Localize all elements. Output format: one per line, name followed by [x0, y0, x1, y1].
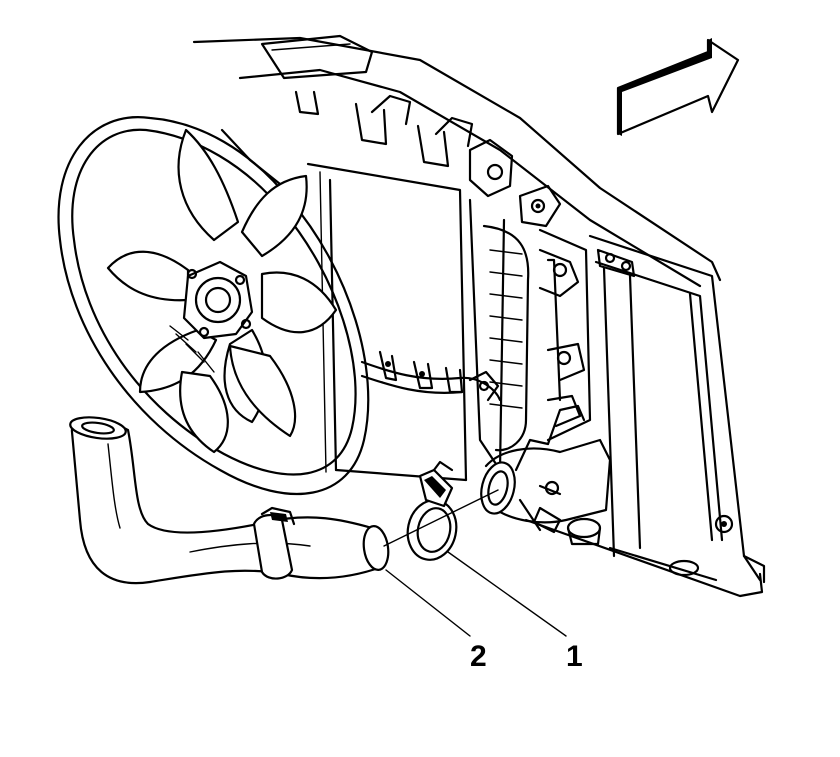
- upper-radiator-support: [192, 34, 722, 288]
- radiator-side-tank: [468, 198, 592, 472]
- callout-label-1: 1: [566, 640, 583, 673]
- radiator-outlet-neck: [480, 404, 612, 546]
- fan-hub: [169, 260, 254, 373]
- leader-line-1: [447, 551, 567, 637]
- assembly-reference-line: [383, 489, 499, 547]
- radiator-hose: [69, 416, 390, 585]
- wiring-harness-clips: [360, 350, 502, 402]
- forward-direction-arrow-icon: [616, 38, 740, 136]
- cooling-fan-blades: [106, 128, 338, 454]
- radiator-mount-frame: [518, 234, 766, 598]
- callout-label-2: 2: [470, 640, 487, 673]
- hose-clamp: [406, 460, 458, 561]
- radiator-core: [306, 162, 468, 482]
- installed-hose-clamp: [252, 506, 296, 580]
- leader-line-2: [385, 569, 471, 637]
